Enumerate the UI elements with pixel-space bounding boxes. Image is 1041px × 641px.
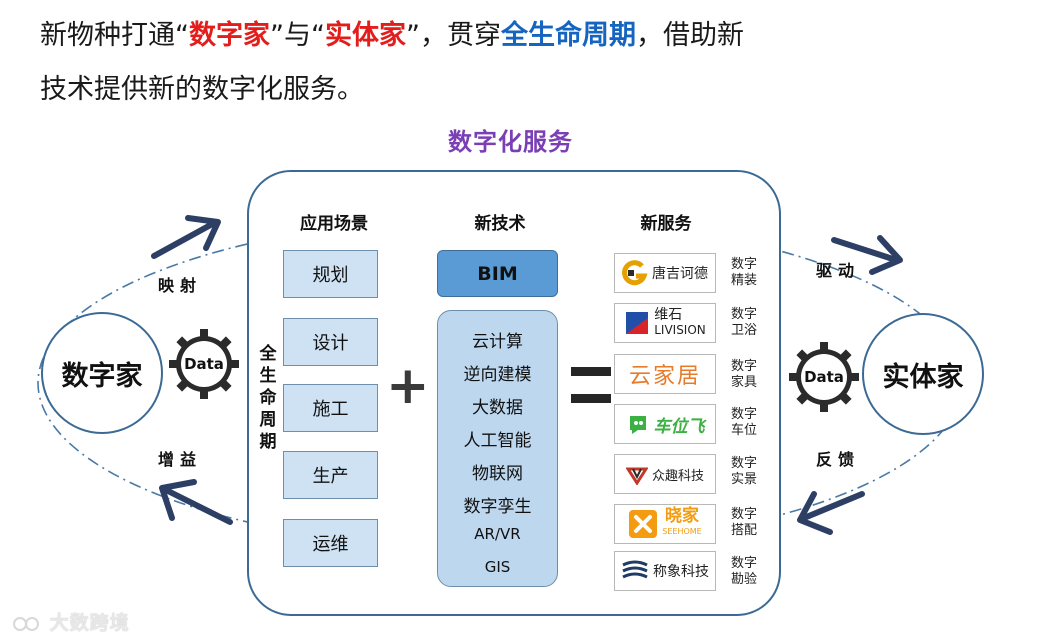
label-mapping: 映射 bbox=[158, 276, 203, 295]
xiaojia-mark-icon bbox=[629, 510, 658, 538]
logo-cheweifei: 车位飞 bbox=[614, 404, 716, 444]
arrow-gain-icon bbox=[159, 479, 233, 525]
service-label: 数字精装 bbox=[724, 257, 764, 289]
arrow-drive-icon bbox=[831, 235, 903, 275]
tech-item: 逆向建模 bbox=[463, 365, 532, 385]
service-label: 数字搭配 bbox=[724, 507, 764, 539]
watermark: 大数跨境 bbox=[12, 608, 130, 635]
service-text: 实景 bbox=[730, 472, 757, 487]
service-label: 数字勘验 bbox=[724, 556, 764, 588]
heading-text: ”，贯穿 bbox=[405, 20, 501, 51]
bim-box: BIM bbox=[437, 250, 558, 297]
zhongqu-mark-icon bbox=[625, 467, 648, 485]
service-text: 卫浴 bbox=[730, 323, 757, 338]
logo-text: 维石 bbox=[654, 307, 683, 323]
physical-home-node: 实体家 bbox=[862, 313, 984, 435]
scene-planning: 规划 bbox=[283, 250, 378, 298]
service-text: 数字 bbox=[730, 556, 757, 571]
service-text: 数字 bbox=[730, 307, 757, 322]
logo-zhongqu: 众趣科技 bbox=[614, 454, 716, 494]
scene-construction: 施工 bbox=[283, 384, 378, 432]
scene-design: 设计 bbox=[283, 318, 378, 366]
service-text: 数字 bbox=[730, 456, 757, 471]
arrow-feedback-icon bbox=[797, 491, 865, 535]
tech-item: 数字孪生 bbox=[463, 497, 532, 517]
logo-text: 云家居 bbox=[628, 364, 701, 389]
service-text: 车位 bbox=[730, 423, 757, 438]
service-label: 数字卫浴 bbox=[724, 307, 764, 339]
chengxiang-mark-icon bbox=[622, 560, 648, 579]
service-label: 数字实景 bbox=[724, 456, 764, 488]
heading-text: ”与“ bbox=[270, 20, 325, 51]
heading-lifecycle: 全生命周期 bbox=[500, 20, 636, 51]
service-label: 数字车位 bbox=[724, 407, 764, 439]
livision-mark-icon bbox=[626, 312, 649, 334]
service-text: 精装 bbox=[730, 273, 757, 288]
scene-production: 生产 bbox=[283, 451, 378, 499]
label-feedback: 反馈 bbox=[816, 450, 861, 469]
logo-text: 唐吉诃德 bbox=[652, 266, 708, 282]
logo-text: 车位飞 bbox=[653, 416, 705, 437]
tech-item: GIS bbox=[484, 558, 511, 576]
tech-item: AR/VR bbox=[474, 525, 521, 543]
lifecycle-label: 全 生 命 周 期 bbox=[255, 343, 281, 453]
lifecycle-char: 命 bbox=[259, 388, 277, 408]
col-tech-heading: 新技术 bbox=[474, 214, 526, 234]
tech-item: 人工智能 bbox=[463, 431, 532, 451]
watermark-text: 大数跨境 bbox=[49, 612, 130, 634]
logo-chengxiang: 称象科技 bbox=[614, 551, 716, 591]
equals-sign-top bbox=[571, 367, 611, 376]
lifecycle-char: 周 bbox=[259, 410, 277, 430]
service-text: 搭配 bbox=[730, 523, 757, 538]
digital-home-node: 数字家 bbox=[41, 312, 163, 434]
logo-text: 称象科技 bbox=[653, 564, 709, 580]
tech-item: 大数据 bbox=[472, 398, 523, 418]
logo-livision: 维石 LIVISION bbox=[614, 303, 716, 343]
logo-text: LIVISION bbox=[654, 323, 706, 337]
diagram-title: 数字化服务 bbox=[448, 128, 573, 156]
heading-text: 新物种打通“ bbox=[40, 20, 189, 51]
service-text: 勘验 bbox=[730, 572, 757, 587]
heading-physical-home: 实体家 bbox=[324, 20, 406, 51]
logo-text: SEEHOME bbox=[662, 527, 702, 536]
label-drive: 驱动 bbox=[816, 261, 861, 280]
g-logo-icon bbox=[622, 260, 648, 286]
gear-label-right: Data bbox=[804, 368, 844, 386]
equals-sign-bottom bbox=[571, 394, 611, 403]
logo-text: 众趣科技 bbox=[651, 468, 704, 484]
service-text: 数字 bbox=[730, 507, 757, 522]
arrow-mapping-icon bbox=[151, 215, 221, 259]
logo-tangjihede: 唐吉诃德 bbox=[614, 253, 716, 293]
lifecycle-char: 期 bbox=[259, 432, 277, 452]
gear-label-left: Data bbox=[184, 355, 224, 373]
service-text: 数字 bbox=[730, 407, 757, 422]
logo-text: 晓家 bbox=[665, 506, 699, 526]
col-service-heading: 新服务 bbox=[640, 214, 692, 234]
lifecycle-char: 生 bbox=[259, 366, 277, 386]
gear-icon bbox=[789, 342, 859, 412]
gear-icon bbox=[169, 329, 239, 399]
cheweifei-mark-icon bbox=[629, 416, 646, 434]
service-text: 数字 bbox=[730, 257, 757, 272]
logo-xiaojia: 晓家 SEEHOME bbox=[614, 504, 716, 544]
logo-yunjiaju: 云家居 bbox=[614, 354, 716, 394]
service-label: 数字家具 bbox=[724, 359, 764, 391]
col-scene-heading: 应用场景 bbox=[300, 214, 368, 234]
service-text: 家具 bbox=[730, 375, 757, 390]
service-text: 数字 bbox=[730, 359, 757, 374]
tech-list: 云计算 逆向建模 大数据 人工智能 物联网 数字孪生 AR/VR GIS bbox=[437, 310, 558, 587]
tech-item: 云计算 bbox=[472, 332, 523, 352]
plus-sign: + bbox=[386, 356, 430, 416]
scene-maintenance: 运维 bbox=[283, 519, 378, 567]
label-gain: 增益 bbox=[158, 450, 203, 469]
heading-line-1: 新物种打通“数字家”与“实体家”，贯穿全生命周期，借助新 bbox=[40, 22, 744, 49]
lifecycle-char: 全 bbox=[259, 344, 277, 364]
tech-item: 物联网 bbox=[472, 464, 523, 484]
watermark-logo-icon bbox=[13, 616, 39, 631]
heading-line-2: 技术提供新的数字化服务。 bbox=[40, 74, 364, 105]
heading-digital-home: 数字家 bbox=[189, 20, 270, 51]
heading-text: ，借助新 bbox=[635, 20, 744, 51]
